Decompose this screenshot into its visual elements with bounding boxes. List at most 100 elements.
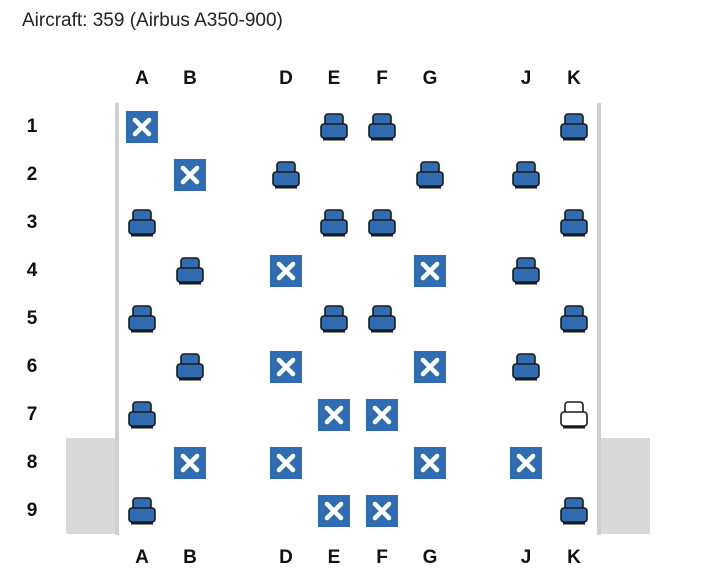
- seat-2d-available[interactable]: [270, 159, 302, 191]
- x-icon: [174, 159, 206, 191]
- x-icon: [174, 447, 206, 479]
- seat-5f-available[interactable]: [366, 303, 398, 335]
- seat-7f-occupied: [366, 399, 398, 431]
- seat-icon: [318, 207, 350, 239]
- seat-outline-icon: [558, 399, 590, 431]
- seat-9k-available[interactable]: [558, 495, 590, 527]
- exit-row-left: [66, 438, 115, 534]
- seat-9f-occupied: [366, 495, 398, 527]
- seat-3a-available[interactable]: [126, 207, 158, 239]
- seat-icon: [318, 111, 350, 143]
- x-icon: [366, 495, 398, 527]
- seat-5k-available[interactable]: [558, 303, 590, 335]
- x-icon: [414, 255, 446, 287]
- row-number-1: 1: [26, 116, 38, 137]
- seat-6d-occupied: [270, 351, 302, 383]
- seat-icon: [126, 399, 158, 431]
- x-icon: [510, 447, 542, 479]
- seat-1f-available[interactable]: [366, 111, 398, 143]
- row-number-8: 8: [26, 452, 38, 473]
- seat-7k-selected[interactable]: [558, 399, 590, 431]
- seat-1k-available[interactable]: [558, 111, 590, 143]
- seat-8d-occupied: [270, 447, 302, 479]
- seat-3e-available[interactable]: [318, 207, 350, 239]
- column-header-b: B: [183, 68, 197, 89]
- seat-icon: [126, 207, 158, 239]
- column-footer-d: D: [279, 547, 293, 568]
- seat-6j-available[interactable]: [510, 351, 542, 383]
- seat-icon: [174, 351, 206, 383]
- column-header-e: E: [327, 68, 341, 89]
- seat-icon: [414, 159, 446, 191]
- exit-row-right: [601, 438, 650, 534]
- seat-icon: [174, 255, 206, 287]
- seat-7a-available[interactable]: [126, 399, 158, 431]
- seat-icon: [558, 303, 590, 335]
- x-icon: [318, 399, 350, 431]
- column-footer-a: A: [135, 547, 149, 568]
- row-number-7: 7: [26, 404, 38, 425]
- column-footer-k: K: [567, 547, 581, 568]
- seat-5a-available[interactable]: [126, 303, 158, 335]
- seat-8j-occupied: [510, 447, 542, 479]
- row-number-4: 4: [26, 260, 38, 281]
- column-footer-b: B: [183, 547, 197, 568]
- cabin-wall-right: [597, 103, 601, 535]
- x-icon: [414, 447, 446, 479]
- seat-8g-occupied: [414, 447, 446, 479]
- seat-icon: [510, 351, 542, 383]
- seat-8b-occupied: [174, 447, 206, 479]
- seat-9e-occupied: [318, 495, 350, 527]
- x-icon: [126, 111, 158, 143]
- seat-1e-available[interactable]: [318, 111, 350, 143]
- column-footer-j: J: [520, 547, 532, 568]
- column-header-d: D: [279, 68, 293, 89]
- row-number-6: 6: [26, 356, 38, 377]
- seat-icon: [366, 303, 398, 335]
- seat-4b-available[interactable]: [174, 255, 206, 287]
- row-number-3: 3: [26, 212, 38, 233]
- aircraft-title: Aircraft: 359 (Airbus A350-900): [22, 10, 283, 31]
- column-header-j: J: [520, 68, 532, 89]
- row-number-5: 5: [26, 308, 38, 329]
- cabin-wall-left: [115, 103, 119, 535]
- seat-icon: [126, 303, 158, 335]
- seat-icon: [126, 495, 158, 527]
- seat-icon: [318, 303, 350, 335]
- column-header-g: G: [422, 68, 438, 89]
- seat-6g-occupied: [414, 351, 446, 383]
- column-footer-e: E: [327, 547, 341, 568]
- seat-icon: [366, 111, 398, 143]
- column-footer-g: G: [422, 547, 438, 568]
- x-icon: [414, 351, 446, 383]
- seat-2g-available[interactable]: [414, 159, 446, 191]
- seat-5e-available[interactable]: [318, 303, 350, 335]
- column-footer-f: F: [376, 547, 388, 568]
- seat-9a-available[interactable]: [126, 495, 158, 527]
- x-icon: [366, 399, 398, 431]
- seat-icon: [510, 255, 542, 287]
- seat-6b-available[interactable]: [174, 351, 206, 383]
- x-icon: [270, 351, 302, 383]
- seat-2j-available[interactable]: [510, 159, 542, 191]
- column-header-a: A: [135, 68, 149, 89]
- seat-4j-available[interactable]: [510, 255, 542, 287]
- seat-icon: [558, 207, 590, 239]
- seat-4d-occupied: [270, 255, 302, 287]
- x-icon: [318, 495, 350, 527]
- seat-3f-available[interactable]: [366, 207, 398, 239]
- seat-icon: [558, 495, 590, 527]
- column-header-k: K: [567, 68, 581, 89]
- seat-icon: [558, 111, 590, 143]
- seat-icon: [270, 159, 302, 191]
- seat-7e-occupied: [318, 399, 350, 431]
- row-number-2: 2: [26, 164, 38, 185]
- x-icon: [270, 447, 302, 479]
- seat-3k-available[interactable]: [558, 207, 590, 239]
- seat-icon: [366, 207, 398, 239]
- seat-2b-occupied: [174, 159, 206, 191]
- x-icon: [270, 255, 302, 287]
- seat-4g-occupied: [414, 255, 446, 287]
- seat-icon: [510, 159, 542, 191]
- seat-1a-occupied: [126, 111, 158, 143]
